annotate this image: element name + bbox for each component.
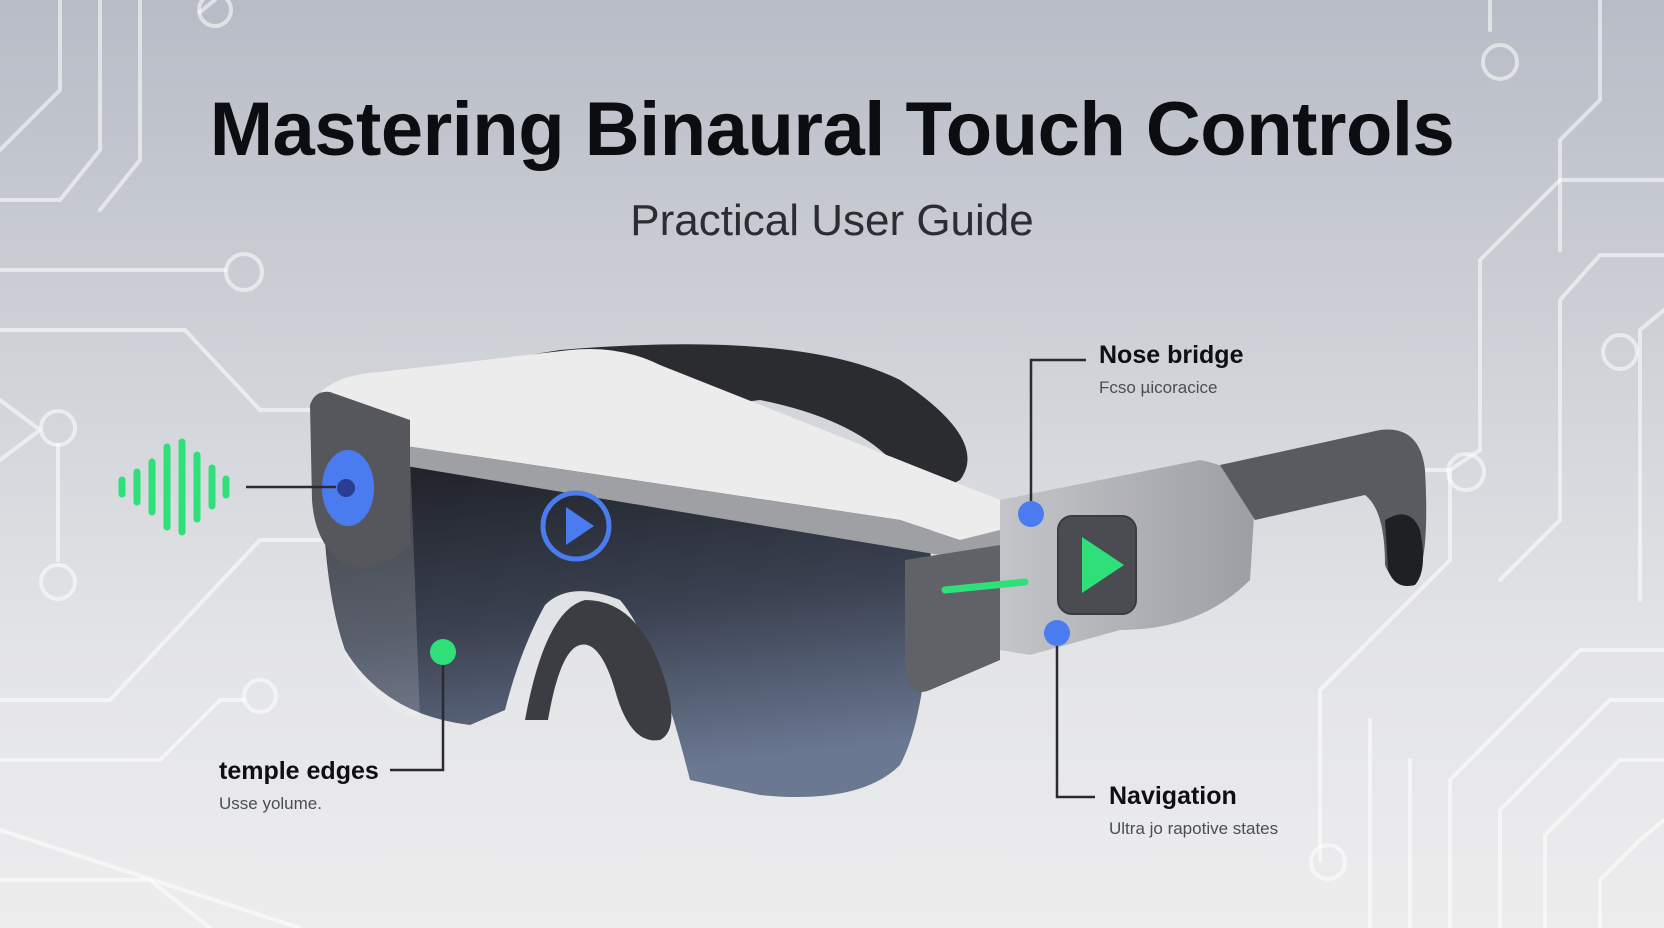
near-temple-inner — [905, 545, 1000, 692]
temple-arm-tip — [1385, 514, 1424, 586]
callout-navigation: Navigation Ultra jo rapotive states — [1109, 782, 1278, 839]
frame-top-rim — [318, 349, 1000, 540]
navigation-dot — [1044, 620, 1070, 646]
nose-bridge-dot — [1018, 501, 1044, 527]
callout-description: Fcso µicoracice — [1099, 378, 1218, 397]
navigation-leader-line — [1055, 646, 1095, 799]
callout-nose-bridge: Nose bridge Fcso µicoracice — [1099, 341, 1243, 398]
callout-label: Navigation — [1109, 782, 1237, 810]
callout-description: Usse yolume. — [219, 794, 322, 813]
temple-leader-line — [390, 665, 445, 772]
callout-label: temple edges — [219, 757, 379, 785]
temple-edge-dot — [430, 639, 456, 665]
lens-shield — [322, 440, 931, 797]
sound-wave-icon — [118, 438, 230, 536]
page-subtitle: Practical User Guide — [630, 196, 1034, 245]
nose-pad — [525, 600, 672, 741]
callout-temple-edges: temple edges Usse yolume. — [219, 757, 379, 814]
nose-leader-line — [1029, 358, 1086, 501]
side-touch-center — [337, 479, 355, 497]
callout-label: Nose bridge — [1099, 341, 1244, 369]
play-icon — [566, 507, 594, 545]
play-icon — [1082, 537, 1124, 593]
callout-description: Ultra jo rapotive states — [1109, 819, 1279, 838]
touch-strip-indicator — [941, 578, 1029, 594]
frame-top-shadow — [330, 440, 1000, 555]
temple-arm-tail — [1220, 429, 1427, 583]
page-title: Mastering Binaural Touch Controls — [209, 87, 1455, 172]
lens-play-button — [540, 490, 612, 562]
